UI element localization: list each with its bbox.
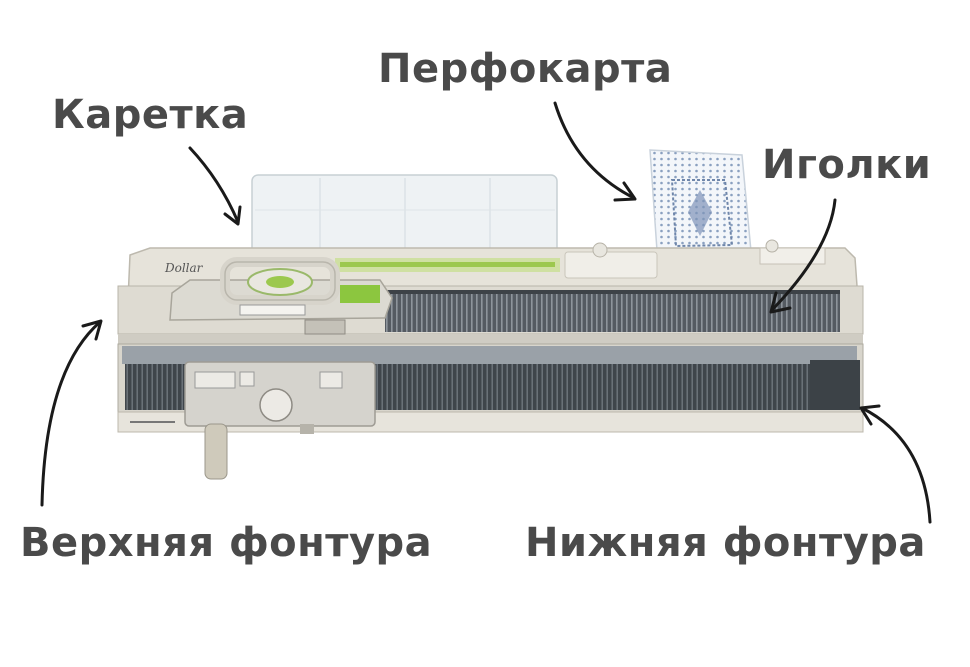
label-punch-card: Перфокарта bbox=[378, 46, 673, 92]
arrow-upper-bed bbox=[40, 319, 103, 507]
label-carriage: Каретка bbox=[52, 92, 249, 138]
arrow-carriage bbox=[188, 146, 242, 226]
brand-logo: Dollar bbox=[164, 261, 204, 275]
arrow-needles bbox=[769, 198, 837, 314]
lower-carriage bbox=[184, 361, 376, 480]
label-lower-bed: Нижняя фонтура bbox=[525, 520, 926, 566]
arrow-lower-bed bbox=[859, 404, 932, 524]
label-needles: Иголки bbox=[762, 142, 932, 188]
yarn-sheet bbox=[251, 174, 558, 258]
punch-card bbox=[649, 149, 753, 266]
carriage bbox=[169, 257, 393, 335]
label-upper-bed: Верхняя фонтура bbox=[20, 520, 433, 566]
arrow-punch-card bbox=[553, 101, 637, 202]
